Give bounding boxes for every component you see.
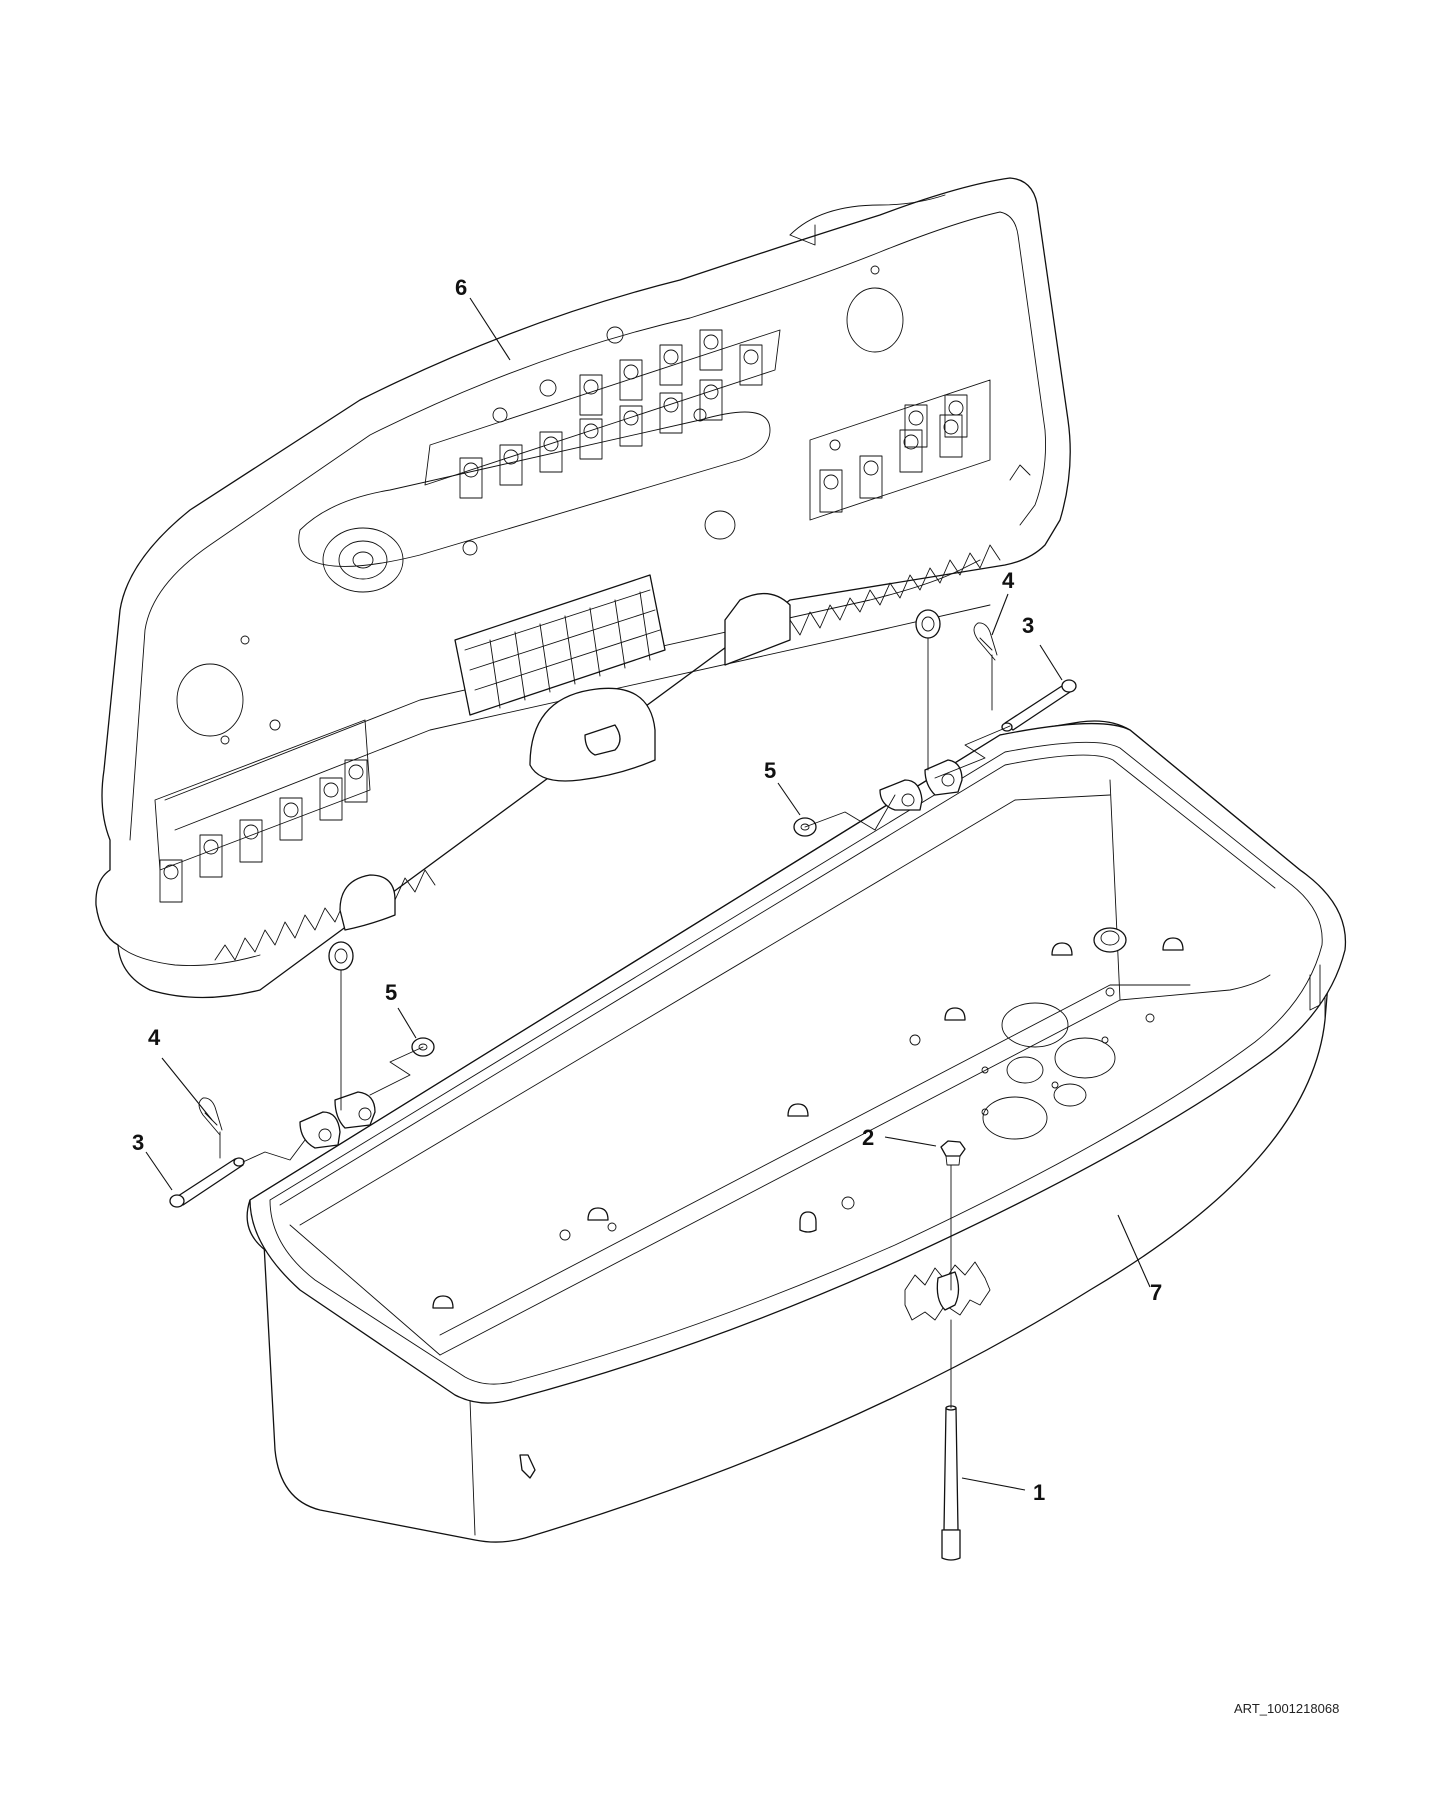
callout-4-left: 4 [148,1025,161,1050]
pin-part-3-left [169,1157,245,1208]
pin-part-3-right [1001,679,1077,732]
callout-1: 1 [1033,1480,1045,1505]
callout-labels: 6 4 3 5 5 4 3 2 7 1 [132,275,1162,1505]
console-base-part-7 [246,720,1347,1543]
callout-5-right: 5 [764,758,776,783]
callout-5-left: 5 [385,980,397,1005]
callout-3-right: 3 [1022,613,1034,638]
callout-6: 6 [455,275,467,300]
assembly-lines [219,637,1011,1409]
art-reference-number: ART_1001218068 [1234,1701,1339,1716]
callout-leaders [145,297,1151,1491]
hairpin-clip-part-4-right [973,622,998,661]
hinge-knuckles-base-left [299,1091,376,1149]
callout-4-right: 4 [1002,568,1015,593]
hairpin-clip-part-4-left [198,1097,223,1136]
callout-3-left: 3 [132,1130,144,1155]
callout-2: 2 [862,1125,874,1150]
console-lid-part-6 [95,177,1071,999]
callout-7: 7 [1150,1280,1162,1305]
nut-part-2 [940,1140,966,1166]
bolt-part-1 [941,1405,961,1561]
